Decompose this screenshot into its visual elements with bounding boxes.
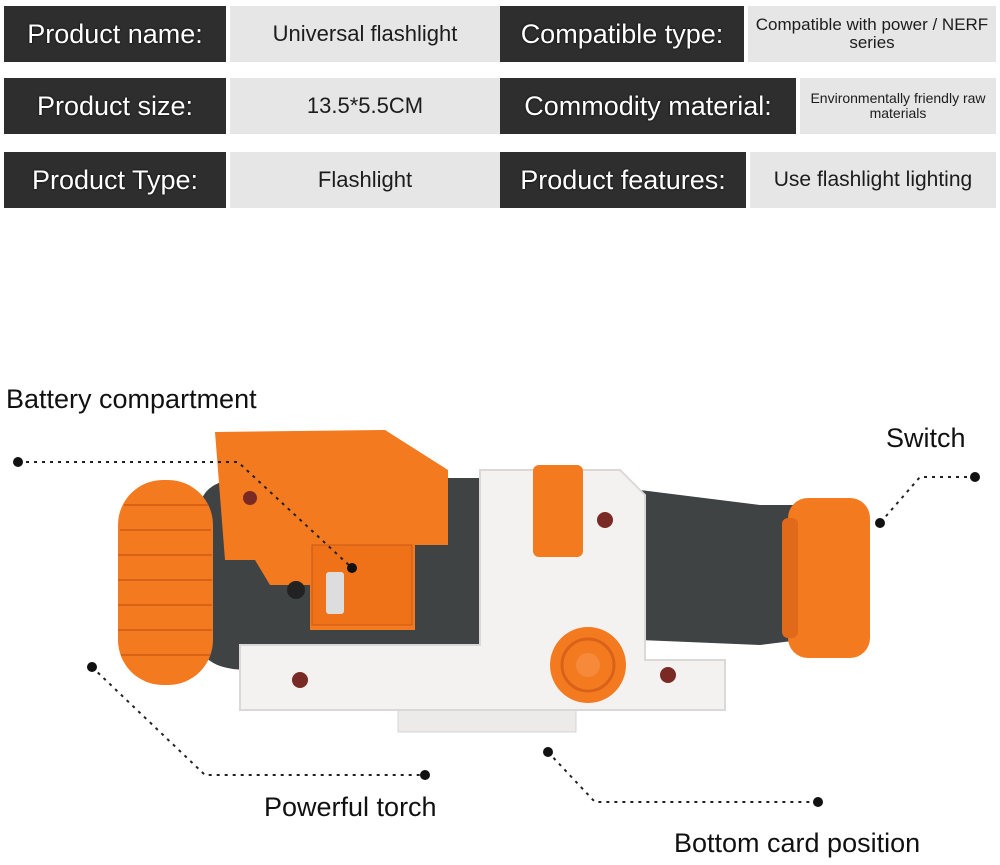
switch-cap	[788, 498, 870, 658]
powerful-torch-label: Powerful torch	[264, 792, 437, 822]
product-size-value: 13.5*5.5CM	[230, 78, 500, 134]
compatible-type-value: Compatible with power / NERF series	[748, 6, 996, 62]
spec-row-3: Product Type: Flashlight Product feature…	[0, 152, 1000, 208]
product-name-value: Universal flashlight	[230, 6, 500, 62]
switch-label: Switch	[886, 423, 966, 453]
rear-neck	[640, 490, 800, 645]
front-ring-grooves	[118, 504, 212, 656]
front-ring	[118, 480, 213, 685]
battery-latch	[326, 572, 344, 614]
product-name-label: Product name:	[4, 6, 226, 62]
spec-row-2: Product size: 13.5*5.5CM Commodity mater…	[0, 78, 1000, 134]
compatible-type-label: Compatible type:	[500, 6, 744, 62]
product-type-label: Product Type:	[4, 152, 226, 208]
product-features-value: Use flashlight lighting	[750, 152, 996, 208]
commodity-material-label: Commodity material:	[500, 78, 796, 134]
screw-hole	[660, 667, 676, 683]
bottom-card-position-label: Bottom card position	[674, 828, 921, 858]
callout-dots	[13, 457, 980, 807]
screw-hole	[292, 672, 308, 688]
callout-lines	[18, 461, 975, 803]
product-type-value: Flashlight	[230, 152, 500, 208]
commodity-material-value: Environmentally friendly raw materials	[800, 78, 996, 134]
battery-screw	[287, 581, 305, 599]
screw-hole	[597, 512, 613, 528]
battery-compartment-label: Battery compartment	[6, 384, 257, 414]
product-features-label: Product features:	[500, 152, 746, 208]
product-size-label: Product size:	[4, 78, 226, 134]
spec-row-1: Product name: Universal flashlight Compa…	[0, 6, 1000, 62]
top-slider	[533, 465, 583, 557]
